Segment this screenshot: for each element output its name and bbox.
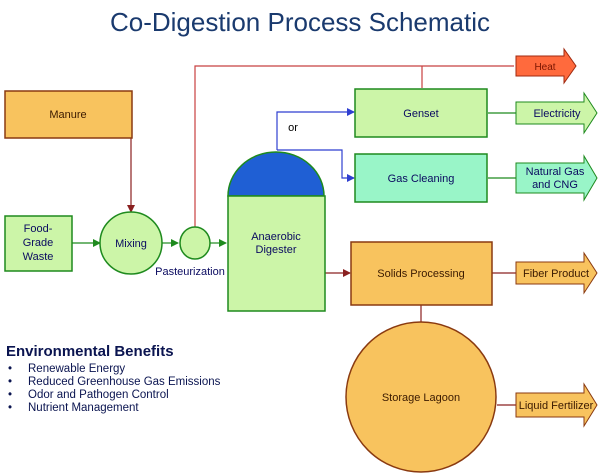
- natural-gas-label-1: Natural Gas: [526, 166, 585, 178]
- fiber-product-output-arrow: [515, 251, 598, 295]
- heat-loop-line: [194, 65, 514, 228]
- mixing-circle: [99, 211, 163, 275]
- liquid-fertilizer-output-arrow: [515, 382, 598, 428]
- gas-cleaning-label: Gas Cleaning: [388, 173, 455, 185]
- solids-processing-label: Solids Processing: [377, 268, 464, 280]
- liquid-fertilizer-label: Liquid Fertilizer: [519, 400, 594, 412]
- gas-cleaning-box: [354, 153, 488, 203]
- heat-output-arrow: [515, 47, 577, 85]
- natural-gas-label-2: and CNG: [532, 179, 578, 191]
- pasteurization-label: Pasteurization: [155, 266, 225, 278]
- storage-lagoon-circle: [345, 321, 497, 473]
- benefit-item: Renewable Energy: [6, 363, 236, 376]
- diagram-title: Co-Digestion Process Schematic: [110, 7, 490, 37]
- or-label: or: [288, 122, 298, 134]
- digester-dome: [227, 151, 325, 197]
- manure-label: Manure: [49, 109, 86, 121]
- manure-box: [4, 90, 133, 139]
- benefit-item: Odor and Pathogen Control: [6, 389, 236, 402]
- arrow-digester-to-genset: [276, 108, 355, 150]
- electricity-label: Electricity: [533, 108, 581, 120]
- genset-label: Genset: [403, 108, 438, 120]
- environmental-benefits-heading: Environmental Benefits: [6, 343, 174, 360]
- electricity-output-arrow: [515, 91, 598, 135]
- food-grade-waste-label-1: Food-: [24, 223, 53, 235]
- digester-tank: [227, 195, 326, 312]
- natural-gas-output-arrow: [515, 154, 598, 202]
- environmental-benefits-panel: Environmental Benefits Renewable Energy …: [6, 343, 236, 415]
- heat-label: Heat: [534, 62, 555, 73]
- food-grade-waste-label-2: Grade: [23, 237, 54, 249]
- arrow-digester-to-gas-cleaning: [277, 149, 355, 182]
- digester-label-2: Digester: [256, 244, 297, 256]
- mixing-label: Mixing: [115, 238, 147, 250]
- food-grade-waste-label-3: Waste: [23, 251, 54, 263]
- benefit-item: Reduced Greenhouse Gas Emissions: [6, 376, 236, 389]
- solids-processing-box: [350, 241, 493, 306]
- fiber-product-label: Fiber Product: [523, 268, 589, 280]
- benefit-item: Nutrient Management: [6, 402, 236, 415]
- digester-label-1: Anaerobic: [251, 231, 301, 243]
- pasteurization-vessel: [179, 226, 211, 260]
- food-grade-waste-box: [4, 215, 73, 272]
- genset-box: [354, 88, 488, 138]
- storage-lagoon-label: Storage Lagoon: [382, 392, 460, 404]
- environmental-benefits-list: Renewable Energy Reduced Greenhouse Gas …: [6, 363, 236, 415]
